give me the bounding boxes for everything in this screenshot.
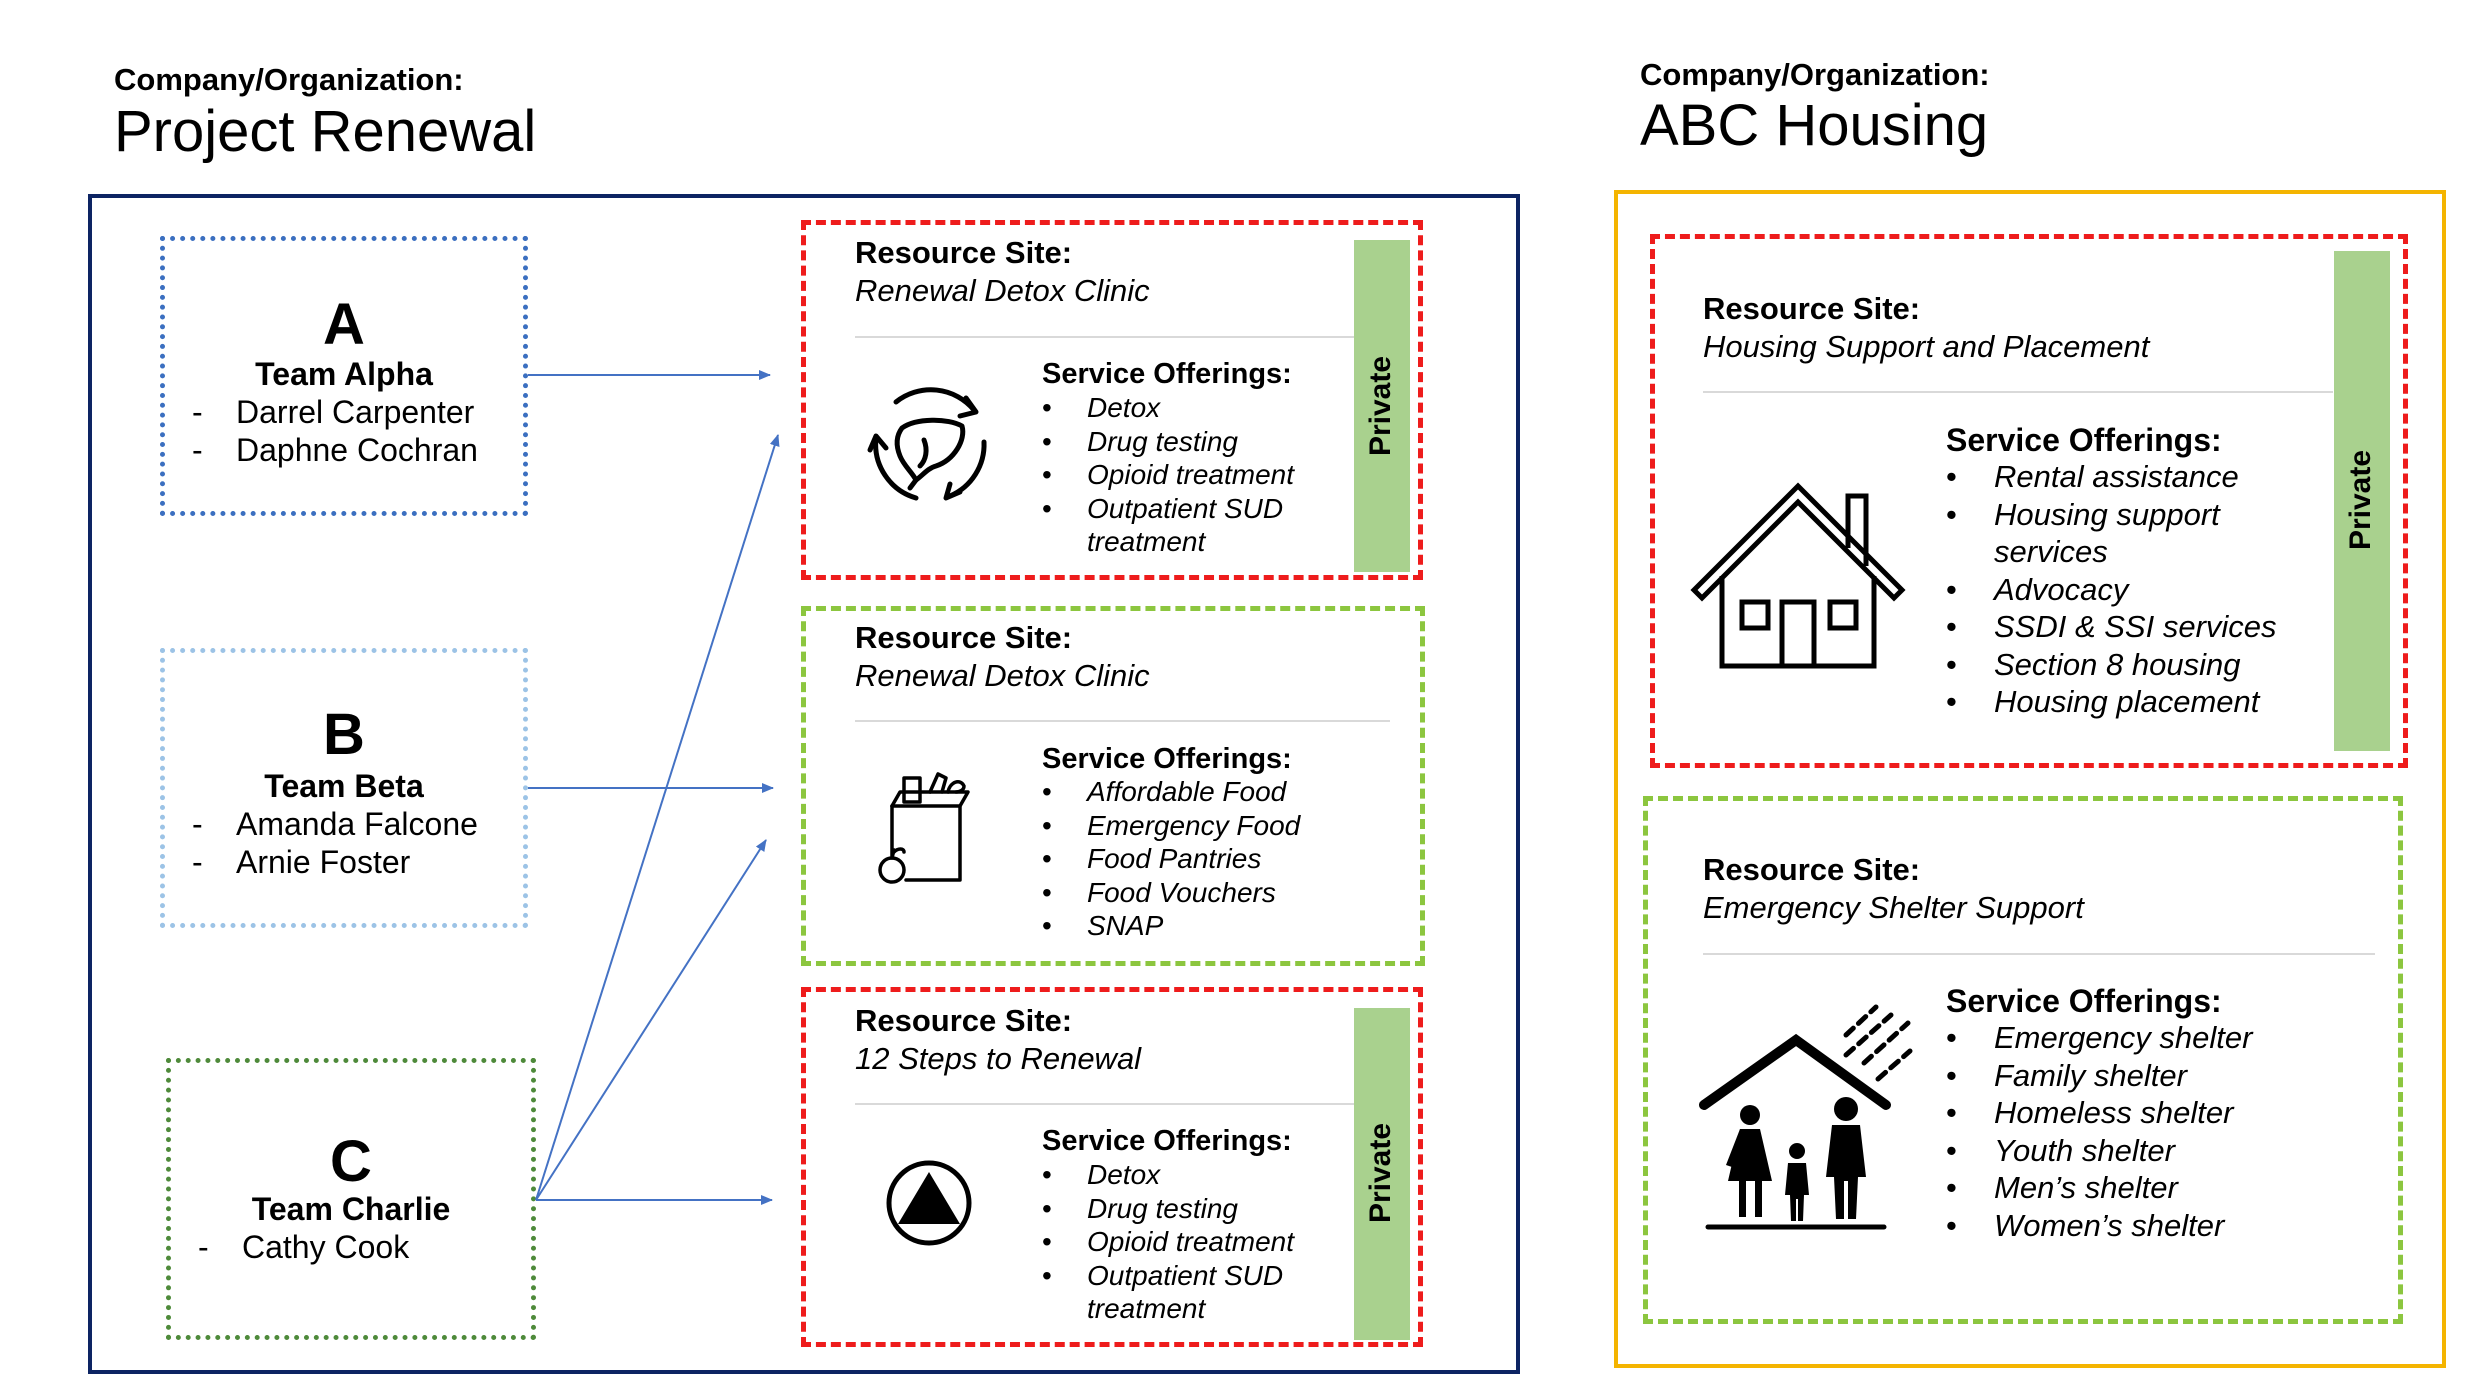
services-list: •Rental assistance •Housing support serv… xyxy=(1946,458,2336,721)
site-label: Resource Site: xyxy=(855,1003,1073,1038)
team-member: -Darrel Carpenter xyxy=(192,394,475,430)
right-org-name: ABC Housing xyxy=(1640,93,1989,158)
site-name: Housing Support and Placement xyxy=(1703,329,2150,364)
services-label: Service Offerings: xyxy=(1042,358,1292,390)
site-divider xyxy=(855,720,1390,722)
right-org-frame xyxy=(1614,190,2446,1368)
service-item: •Family shelter xyxy=(1946,1057,2187,1093)
team-alpha-name: Team Alpha xyxy=(255,356,433,392)
services-list: •Detox •Drug testing •Opioid treatment •… xyxy=(1042,391,1352,559)
service-item: •Outpatient SUD xyxy=(1042,492,1284,524)
team-charlie-name: Team Charlie xyxy=(251,1191,451,1227)
service-item: •Opioid treatment xyxy=(1042,1226,1294,1257)
team-beta-letter: B xyxy=(323,702,365,767)
private-badge xyxy=(1354,240,1410,572)
services-list: •Detox •Drug testing •Opioid treatment •… xyxy=(1042,1158,1352,1326)
arrow-charlie-to-food xyxy=(535,839,767,1201)
services-label: Service Offerings: xyxy=(1042,1125,1292,1157)
team-member: -Cathy Cook xyxy=(198,1229,410,1265)
private-badge xyxy=(1354,1008,1410,1340)
service-item: •Youth shelter xyxy=(1946,1132,2175,1168)
site-label: Resource Site: xyxy=(855,620,1073,655)
grocery-bag-icon xyxy=(878,772,970,884)
left-org-name: Project Renewal xyxy=(114,99,537,164)
site-emergency-shelter[interactable] xyxy=(1643,796,2403,1324)
team-charlie-letter: C xyxy=(330,1129,372,1194)
team-alpha-box[interactable]: A Team Alpha -Darrel Carpenter -Daphne C… xyxy=(160,236,528,516)
site-label: Resource Site: xyxy=(1703,852,1921,887)
service-item: •Emergency shelter xyxy=(1946,1020,2253,1055)
aa-triangle-icon xyxy=(886,1160,972,1246)
site-food-clinic[interactable] xyxy=(801,606,1425,966)
site-divider xyxy=(1703,953,2375,955)
left-org-frame xyxy=(88,194,1520,1374)
services-label: Service Offerings: xyxy=(1946,983,2222,1019)
service-item-continued: treatment xyxy=(1087,526,1206,557)
service-item: •Drug testing xyxy=(1042,1192,1238,1224)
site-twelve-steps[interactable] xyxy=(801,987,1423,1347)
team-charlie-box[interactable]: C Team Charlie -Cathy Cook xyxy=(166,1058,536,1340)
liver-recycle-icon xyxy=(867,387,987,501)
right-org-label: Company/Organization: xyxy=(1640,57,1990,92)
site-detox-clinic[interactable] xyxy=(801,220,1423,580)
service-item: •Food Pantries xyxy=(1042,843,1262,874)
service-item: •Detox xyxy=(1042,392,1161,423)
site-divider xyxy=(1703,391,2333,393)
service-item: •SNAP xyxy=(1042,910,1164,941)
site-name: Renewal Detox Clinic xyxy=(855,273,1150,308)
service-item: •Affordable Food xyxy=(1042,776,1287,807)
left-org-label: Company/Organization: xyxy=(114,62,464,97)
services-label: Service Offerings: xyxy=(1946,422,2222,458)
private-badge-label: Private xyxy=(2344,449,2377,551)
team-member: -Daphne Cochran xyxy=(192,432,478,468)
service-item: •Women’s shelter xyxy=(1946,1207,2225,1243)
site-name: Emergency Shelter Support xyxy=(1703,890,2084,925)
team-member: -Amanda Falcone xyxy=(192,806,478,842)
site-housing-support[interactable] xyxy=(1650,234,2408,768)
service-item: •SSDI & SSI services xyxy=(1946,609,2277,644)
family-shelter-icon xyxy=(1699,1004,1913,1230)
services-list: •Affordable Food •Emergency Food •Food P… xyxy=(1042,775,1382,943)
service-item-continued: treatment xyxy=(1087,1293,1206,1324)
service-item: •Housing placement xyxy=(1946,684,2260,719)
services-label: Service Offerings: xyxy=(1042,743,1292,775)
site-name: Renewal Detox Clinic xyxy=(855,658,1150,693)
site-label: Resource Site: xyxy=(1703,291,1921,326)
service-item: •Detox xyxy=(1042,1159,1161,1190)
services-list: •Emergency shelter •Family shelter •Home… xyxy=(1946,1019,2336,1244)
site-divider xyxy=(855,1103,1355,1105)
service-item: •Housing support xyxy=(1946,496,2220,532)
arrow-charlie-to-detox xyxy=(535,434,780,1201)
site-label: Resource Site: xyxy=(855,235,1073,270)
team-beta-box[interactable]: B Team Beta -Amanda Falcone -Arnie Foste… xyxy=(160,648,528,928)
house-icon xyxy=(1690,482,1906,669)
service-item: •Rental assistance xyxy=(1946,459,2239,494)
service-item-continued: services xyxy=(1994,534,2108,569)
service-item: •Outpatient SUD xyxy=(1042,1259,1284,1291)
team-member: -Arnie Foster xyxy=(192,844,411,880)
private-badge-label: Private xyxy=(1364,355,1397,457)
site-name: 12 Steps to Renewal xyxy=(855,1041,1142,1076)
service-item: •Opioid treatment xyxy=(1042,459,1294,490)
team-alpha-letter: A xyxy=(323,292,365,357)
team-beta-name: Team Beta xyxy=(264,768,424,804)
service-item: •Men’s shelter xyxy=(1946,1170,2178,1205)
service-item: •Homeless shelter xyxy=(1946,1095,2234,1130)
site-divider xyxy=(855,336,1355,338)
private-badge xyxy=(2334,251,2390,751)
private-badge-label: Private xyxy=(1364,1122,1397,1224)
service-item: •Drug testing xyxy=(1042,425,1238,457)
service-item: •Section 8 housing xyxy=(1946,646,2241,682)
service-item: •Food Vouchers xyxy=(1042,876,1276,908)
service-item: •Advocacy xyxy=(1946,571,2129,607)
service-item: •Emergency Food xyxy=(1042,809,1301,841)
